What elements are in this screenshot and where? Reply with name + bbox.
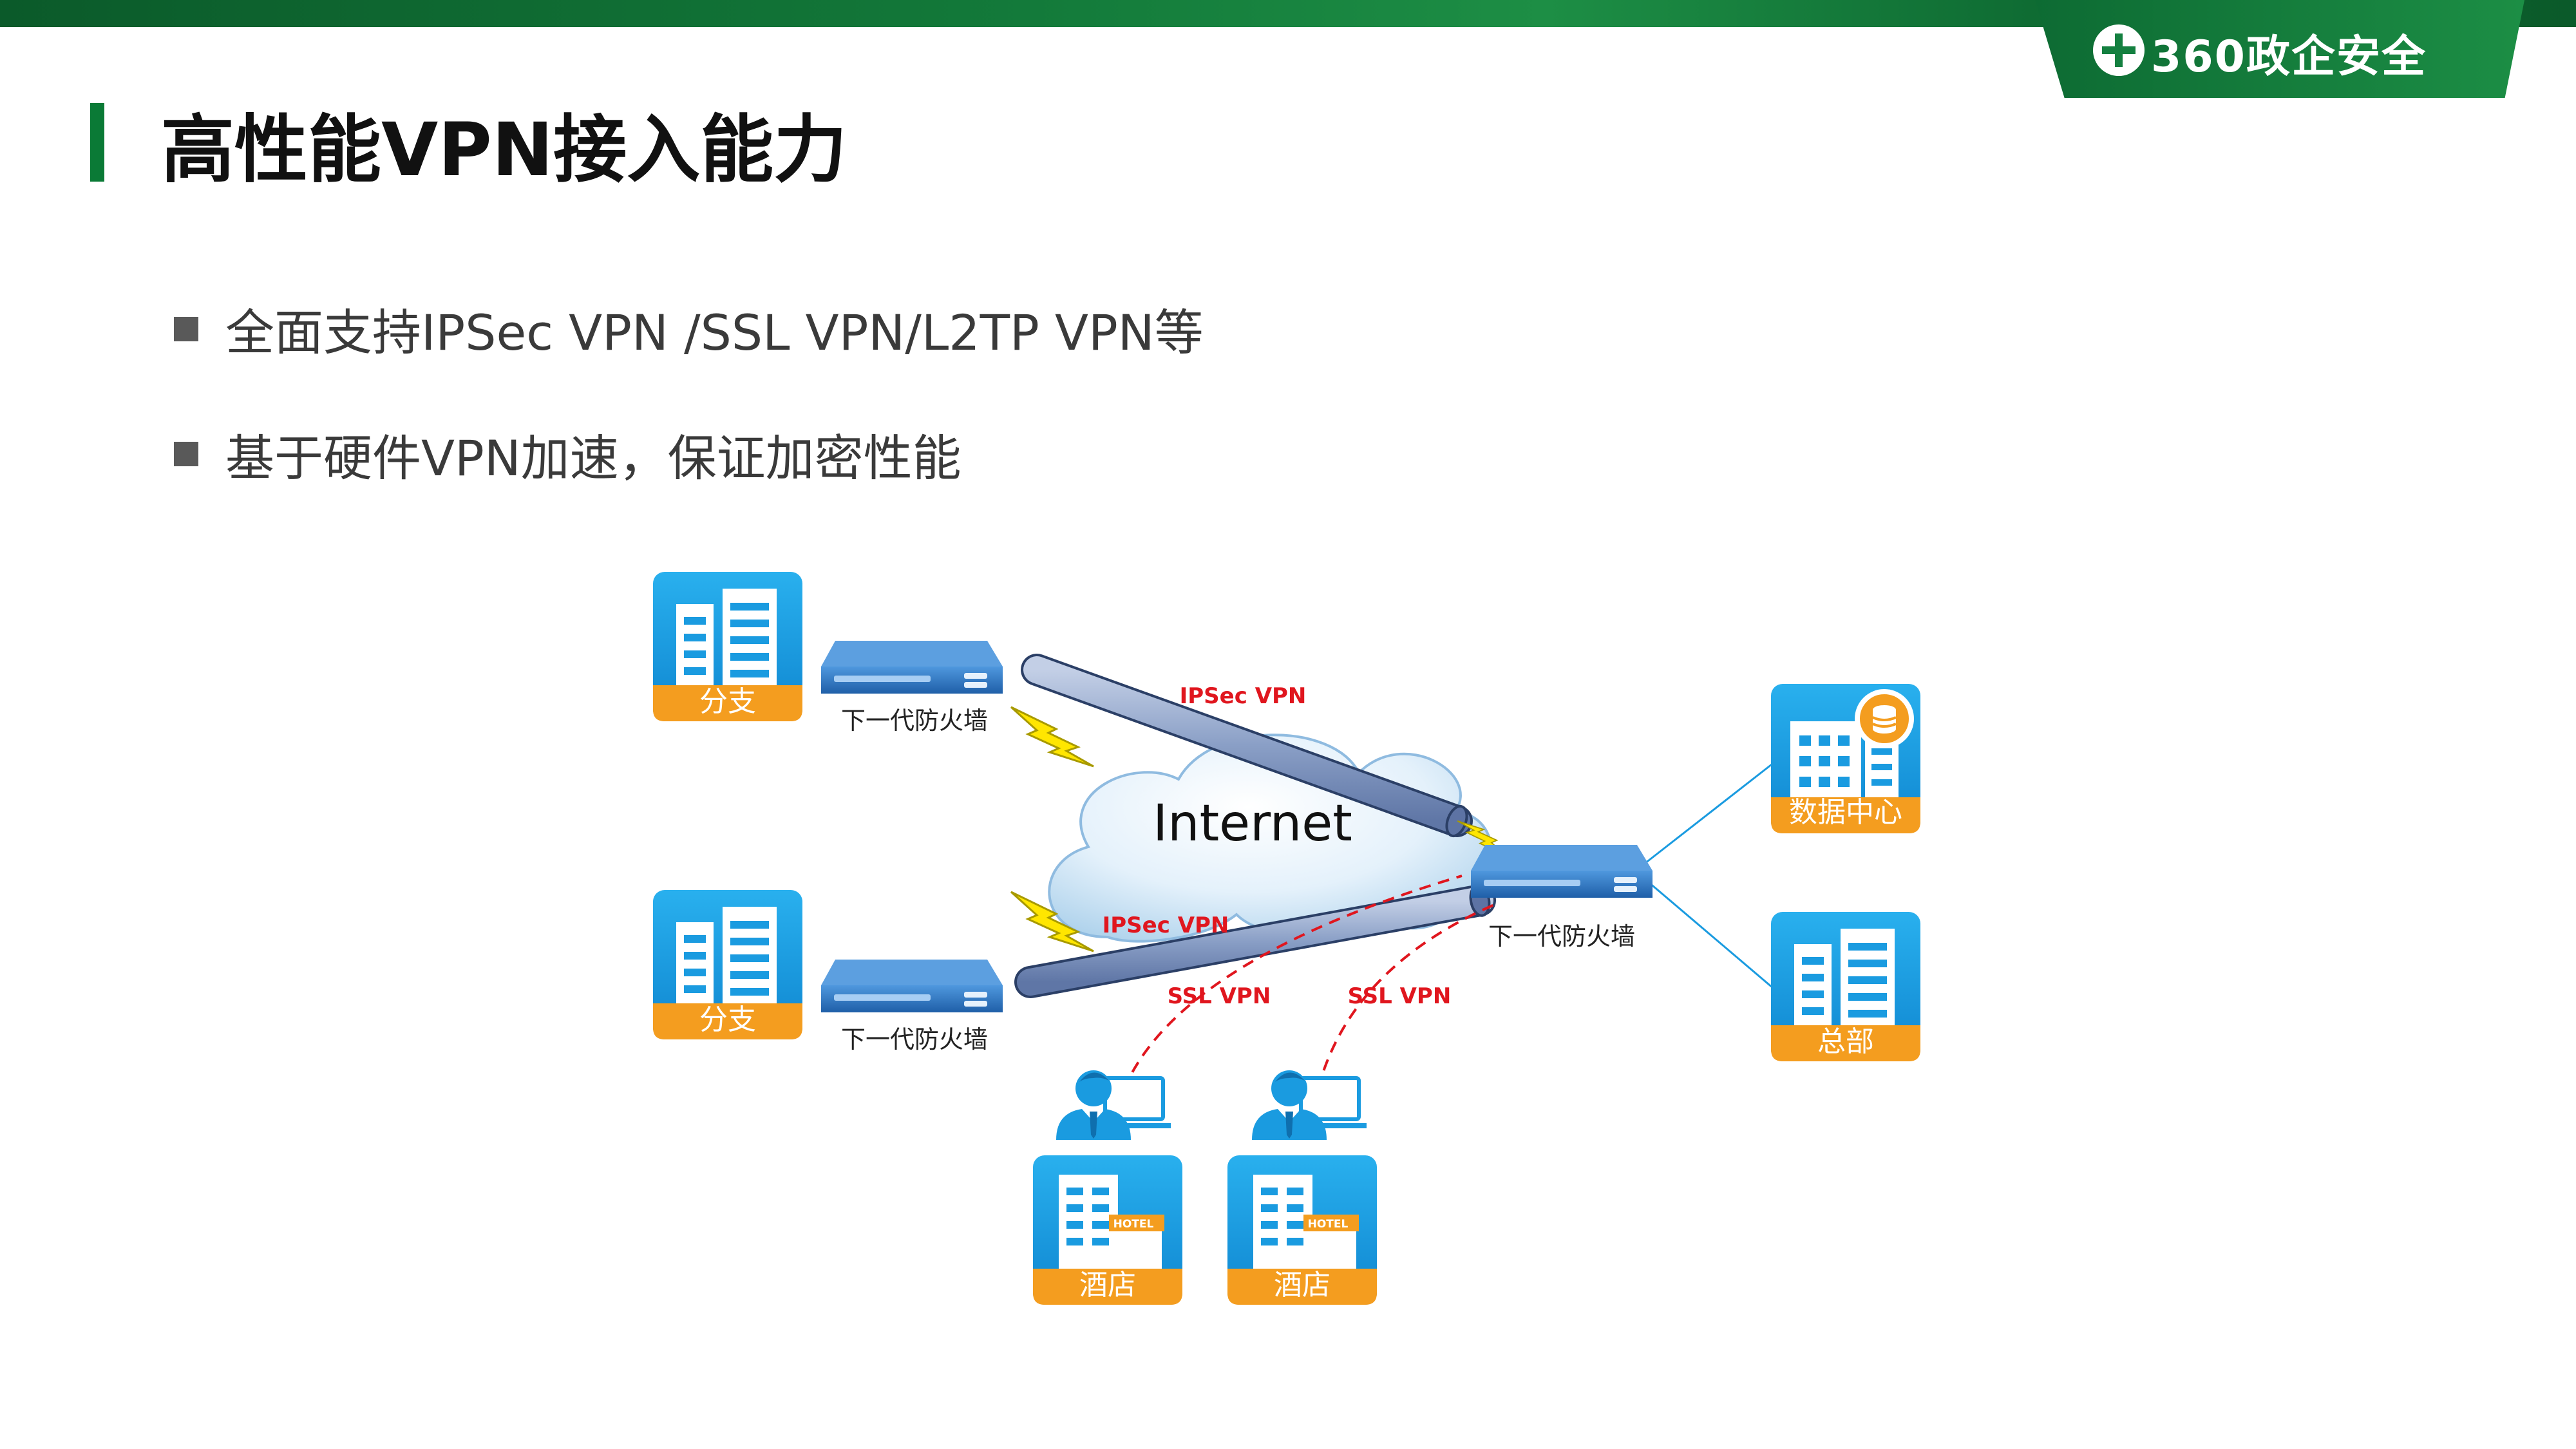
firewall-device-icon [1471, 845, 1653, 898]
branch-label: 分支 [699, 1003, 756, 1036]
ssl-label-1: SSL VPN [1168, 983, 1271, 1009]
link-line [1645, 759, 1778, 864]
bullet-square-icon [174, 317, 198, 341]
hotel-label: 酒店 [1274, 1269, 1331, 1302]
hotel-label: 酒店 [1079, 1269, 1136, 1302]
branch-label: 分支 [699, 685, 756, 718]
hq-label: 总部 [1817, 1025, 1874, 1058]
ipsec-label-top: IPSec VPN [1180, 683, 1307, 709]
hotel-sign: HOTEL [1113, 1218, 1154, 1231]
page-title: 高性能VPN接入能力 [161, 107, 848, 193]
title-accent-bar [90, 103, 104, 182]
bullet-square-icon [174, 442, 198, 466]
remote-user-icon [1056, 1070, 1171, 1140]
logo-plus-icon [2093, 24, 2145, 76]
lightning-icon [1010, 706, 1095, 768]
datacenter-label: 数据中心 [1789, 796, 1902, 829]
logo-text: 360政企安全 [2151, 32, 2427, 82]
remote-user-icon [1252, 1070, 1367, 1140]
ssl-vpn-line-2 [1312, 904, 1495, 1108]
link-line [1648, 881, 1778, 993]
ipsec-label-bottom: IPSec VPN [1103, 913, 1229, 938]
hotel-sign: HOTEL [1308, 1218, 1349, 1231]
bullet-text-2: 基于硬件VPN加速，保证加密性能 [225, 430, 961, 487]
firewall-device-icon [821, 960, 1003, 1012]
firewall-label: 下一代防火墙 [1488, 922, 1635, 951]
firewall-label: 下一代防火墙 [841, 706, 988, 735]
internet-label: Internet [1153, 795, 1352, 853]
bullet-text-1: 全面支持IPSec VPN /SSL VPN/L2TP VPN等 [225, 304, 1204, 361]
firewall-device-icon [821, 641, 1003, 694]
firewall-label: 下一代防火墙 [841, 1025, 988, 1054]
ssl-label-2: SSL VPN [1348, 983, 1452, 1009]
ssl-vpn-line-1 [1116, 875, 1463, 1108]
